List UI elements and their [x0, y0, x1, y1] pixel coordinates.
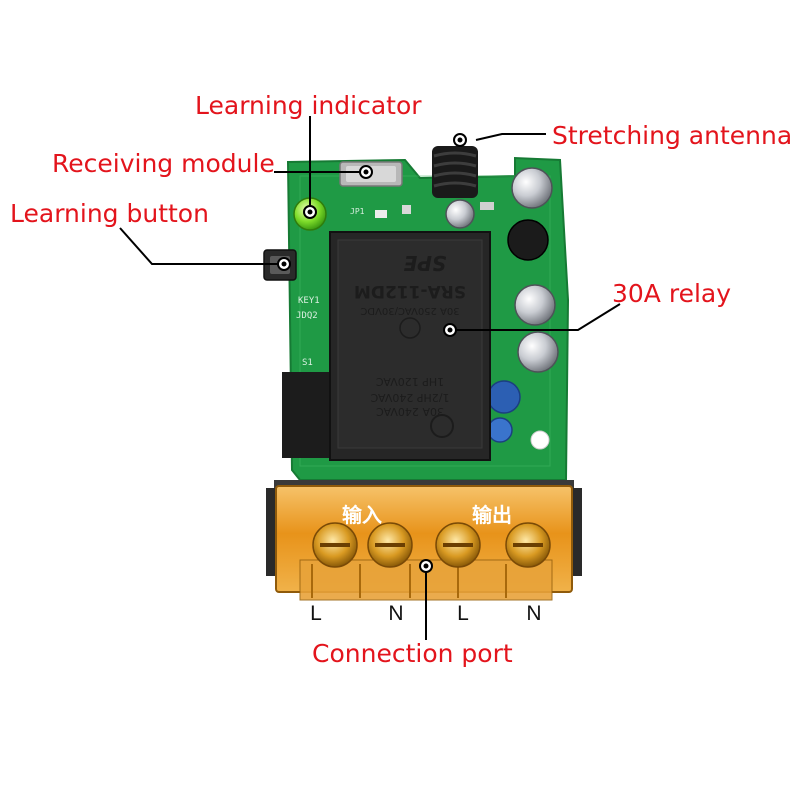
terminal-screw: [435, 522, 481, 568]
terminal-label-l-input: L: [310, 602, 322, 625]
smd-component: [480, 202, 494, 210]
silk-jdq2: JDQ2: [296, 311, 318, 321]
silk-jp1: JP1: [350, 207, 365, 216]
antenna-coil: [432, 146, 478, 198]
silk-key1: KEY1: [298, 296, 320, 306]
callout-learning-indicator: Learning indicator: [195, 91, 422, 120]
smd-component: [375, 210, 387, 218]
terminal-block: 输入 输出: [266, 480, 582, 601]
relay-rating-1: 30A 240VAC: [376, 405, 444, 418]
leader-30a-relay: [443, 303, 621, 337]
leader-connection-port: [419, 559, 433, 640]
terminal-label-l-output: L: [457, 602, 469, 625]
silk-s1: S1: [302, 358, 313, 368]
terminal-screw: [505, 522, 551, 568]
callout-stretching-antenna: Stretching antenna: [552, 121, 792, 150]
callout-connection-port: Connection port: [312, 639, 513, 668]
certification-mark-icon: [399, 317, 421, 339]
relay-rating-4: 30A 250VAC/30VDC: [360, 305, 459, 316]
leader-receiving-module: [274, 165, 373, 179]
relay-model: SRA-112DM: [354, 281, 466, 301]
terminal-screw: [312, 522, 358, 568]
capacitors: [445, 167, 559, 450]
callout-receiving-module: Receiving module: [52, 149, 275, 178]
smd-component: [402, 205, 411, 214]
leader-learning-button: [119, 227, 291, 271]
relay-logo-icon: [430, 414, 454, 438]
callout-learning-button: Learning button: [10, 199, 209, 228]
relay-rating-3: 1HP 120VAC: [376, 375, 445, 388]
leader-learning-indicator: [303, 116, 317, 219]
relay-brand: SPE: [403, 251, 446, 275]
terminal-output-label: 输出: [472, 503, 512, 527]
terminal-screw: [367, 522, 413, 568]
relay: 30A 240VAC 1/2HP 240VAC 1HP 120VAC 30A 2…: [282, 231, 491, 461]
terminal-label-n-input: N: [388, 602, 403, 625]
terminal-input-label: 输入: [342, 503, 382, 527]
terminal-label-n-output: N: [526, 602, 541, 625]
callout-30a-relay: 30A relay: [612, 279, 731, 308]
leader-stretching-antenna: [453, 133, 546, 147]
relay-rating-2: 1/2HP 240VAC: [370, 391, 449, 404]
